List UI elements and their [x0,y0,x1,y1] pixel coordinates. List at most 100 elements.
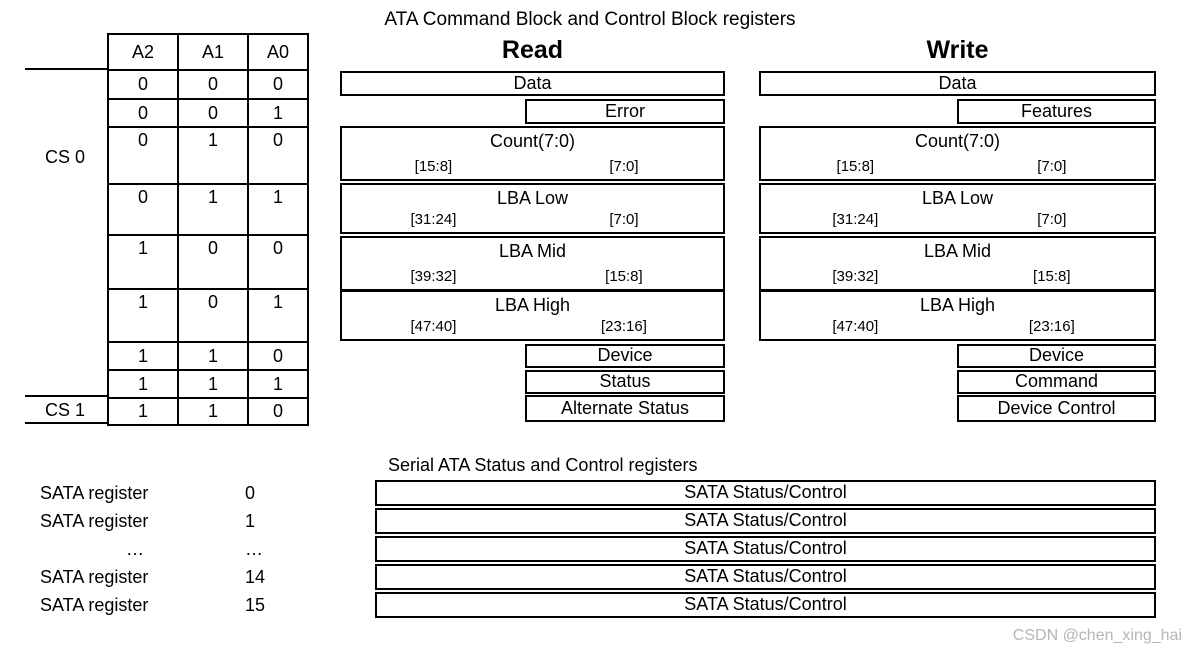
high-byte-label: [47:40] [410,317,457,335]
table-row: 0 1 1 [107,183,309,236]
low-byte-label: [15:8] [1033,267,1071,285]
high-byte-label: [15:8] [414,157,453,175]
register-name: LBA High [494,295,571,315]
table-cell: 0 [247,341,309,371]
cs0-bracket-line [25,68,109,70]
write-device-control-register: Device Control [957,395,1156,422]
sata-register-name: SATA register [40,483,149,503]
sata-status-control-box: SATA Status/Control [375,592,1156,618]
write-command-register: Command [957,370,1156,394]
table-cell: 0 [247,126,309,185]
read-heading: Read [501,36,564,64]
table-cell: 0 [177,69,249,100]
high-byte-label: [15:8] [836,157,875,175]
table-row: 1 1 0 [107,341,309,371]
table-cell: 1 [247,288,309,343]
table-row: 1 1 0 [107,397,309,426]
table-row: 0 1 0 [107,126,309,185]
write-features-register: Features [957,99,1156,124]
register-name: LBA High [919,295,996,315]
sata-register-name: … [126,539,144,559]
low-byte-label: [7:0] [609,157,639,175]
sata-status-control-box: SATA Status/Control [375,564,1156,590]
write-lba-low-register: LBA Low [31:24] [7:0] [759,183,1156,234]
register-name: LBA Mid [498,241,567,261]
watermark: CSDN @chen_xing_hai [1012,627,1182,644]
high-byte-label: [31:24] [410,210,457,228]
sata-register-row: SATA register 0 [40,480,295,506]
sata-section-title: Serial ATA Status and Control registers [388,455,698,475]
high-byte-label: [39:32] [832,267,879,285]
table-cell: 0 [247,234,309,290]
read-device-register: Device [525,344,725,368]
table-row: 1 0 0 [107,234,309,290]
read-count-register: Count(7:0) [15:8] [7:0] [340,126,725,181]
table-cell: 0 [107,69,179,100]
sata-register-name: SATA register [40,595,149,615]
sata-register-index: 0 [245,483,256,503]
sata-register-index: 15 [245,595,266,615]
register-name: LBA Low [496,188,569,208]
register-name: LBA Mid [923,241,992,261]
register-name: LBA Low [921,188,994,208]
diagram-title: ATA Command Block and Control Block regi… [384,9,796,30]
sata-register-index: 14 [245,567,266,587]
table-row: 0 0 0 [107,69,309,100]
table-cell: 1 [177,341,249,371]
low-byte-label: [7:0] [1037,157,1067,175]
write-data-register: Data [759,71,1156,96]
sata-status-control-box: SATA Status/Control [375,536,1156,562]
table-cell: 0 [177,234,249,290]
address-table: A2 A1 A0 0 0 0 0 0 1 0 1 0 0 1 1 1 0 0 [107,33,309,426]
sata-register-index: 1 [245,511,256,531]
sata-register-row-ellipsis: …… [40,536,295,562]
register-name: Count(7:0) [914,131,1001,151]
table-cell: 0 [107,126,179,185]
column-header-a2: A2 [107,33,179,71]
high-byte-label: [31:24] [832,210,879,228]
table-cell: 1 [107,341,179,371]
cs1-label: CS 1 [44,400,86,420]
sata-register-name: SATA register [40,567,149,587]
table-cell: 1 [247,369,309,399]
table-cell: 1 [247,98,309,128]
read-lba-low-register: LBA Low [31:24] [7:0] [340,183,725,234]
table-row: 1 1 1 [107,369,309,399]
column-header-a1: A1 [177,33,249,71]
register-name: Count(7:0) [489,131,576,151]
read-alternate-status-register: Alternate Status [525,395,725,422]
write-device-register: Device [957,344,1156,368]
cs1-bracket-top-line [25,395,109,397]
sata-status-control-box: SATA Status/Control [375,480,1156,506]
write-lba-high-register: LBA High [47:40] [23:16] [759,290,1156,341]
table-cell: 1 [107,234,179,290]
table-cell: 0 [107,183,179,236]
table-cell: 1 [177,397,249,426]
high-byte-label: [39:32] [410,267,457,285]
read-lba-mid-register: LBA Mid [39:32] [15:8] [340,236,725,291]
table-cell: 0 [177,288,249,343]
low-byte-label: [23:16] [1028,317,1075,335]
read-status-register: Status [525,370,725,394]
table-cell: 1 [177,183,249,236]
read-lba-high-register: LBA High [47:40] [23:16] [340,290,725,341]
table-cell: 0 [177,98,249,128]
write-count-register: Count(7:0) [15:8] [7:0] [759,126,1156,181]
sata-register-row: SATA register 1 [40,508,295,534]
table-cell: 1 [107,288,179,343]
cs1-bracket-bottom-line [25,422,109,424]
low-byte-label: [23:16] [600,317,647,335]
table-cell: 0 [247,69,309,100]
high-byte-label: [47:40] [832,317,879,335]
table-cell: 1 [107,369,179,399]
cs0-label: CS 0 [44,147,86,167]
address-table-header-row: A2 A1 A0 [107,33,309,71]
table-row: 0 0 1 [107,98,309,128]
write-heading: Write [926,36,989,64]
sata-status-control-box: SATA Status/Control [375,508,1156,534]
table-cell: 0 [107,98,179,128]
table-cell: 0 [247,397,309,426]
table-cell: 1 [247,183,309,236]
sata-register-name: SATA register [40,511,149,531]
